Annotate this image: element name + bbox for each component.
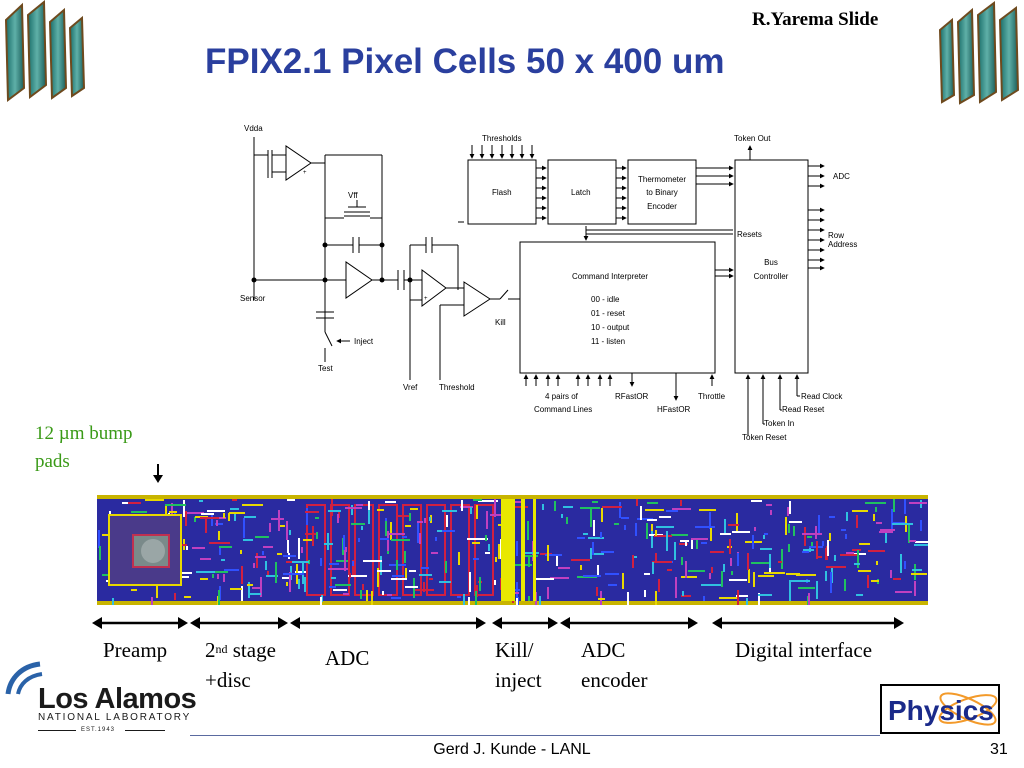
- label-vff: Vff: [348, 191, 358, 200]
- label-hfastor: HFastOR: [657, 405, 691, 414]
- label-test: Test: [318, 364, 333, 373]
- label-token-reset: Token Reset: [742, 433, 787, 442]
- footer-divider: [190, 735, 880, 736]
- physics-logo-orbits: Physics: [888, 692, 998, 726]
- footer-author: Gerd J. Kunde - LANL: [433, 741, 591, 758]
- label-thermometer-3: Encoder: [647, 202, 677, 211]
- lanl-logo-est: EST.1943: [81, 727, 116, 733]
- slide-credit: R.Yarema Slide: [752, 9, 879, 30]
- label-row: Row: [828, 231, 844, 240]
- command-item: 11 - listen: [591, 337, 625, 346]
- label-inject: Inject: [354, 337, 374, 346]
- section-inject: inject: [495, 668, 542, 692]
- label-resets: Resets: [737, 230, 762, 239]
- pixel-cell-schematic: Vdda Vff Sensor Inject Test Vref Thresho…: [240, 124, 857, 442]
- right-detector-graphic: [938, 1, 1020, 105]
- command-item: 10 - output: [591, 323, 630, 332]
- physics-logo-text: Physics: [888, 695, 994, 726]
- label-read-clock: Read Clock: [801, 392, 843, 401]
- section-preamp: Preamp: [103, 638, 168, 662]
- bump-pads-note: 12 µm bump pads: [35, 423, 133, 472]
- section-range-arrows: [92, 617, 904, 629]
- label-kill: Kill: [495, 318, 506, 327]
- label-thresholds: Thresholds: [482, 134, 522, 143]
- left-detector-graphic: [4, 0, 86, 102]
- lanl-rule-left: [38, 730, 76, 731]
- section-adc-encoder-1: ADC: [581, 638, 626, 662]
- section-disc: +disc: [205, 668, 251, 692]
- label-throttle: Throttle: [698, 392, 726, 401]
- label-threshold: Threshold: [439, 383, 475, 392]
- label-latch: Latch: [571, 188, 591, 197]
- label-controller: Controller: [754, 272, 789, 281]
- label-vdda: Vdda: [244, 124, 263, 133]
- label-thermometer-1: Thermometer: [638, 175, 686, 184]
- label-address: Address: [828, 240, 857, 249]
- section-second-stage: 2nd stage: [205, 635, 276, 665]
- section-digital-interface: Digital interface: [735, 638, 873, 662]
- lanl-logo-icon: [5, 661, 43, 695]
- label-command-lines-2: Command Lines: [534, 405, 592, 414]
- command-item: 01 - reset: [591, 309, 626, 318]
- label-sensor: Sensor: [240, 294, 266, 303]
- svg-text:+: +: [303, 170, 307, 176]
- label-read-reset: Read Reset: [782, 405, 825, 414]
- section-adc-encoder-2: encoder: [581, 668, 648, 692]
- command-item: 00 - idle: [591, 295, 620, 304]
- page-number: 31: [990, 741, 1008, 758]
- label-command-lines-1: 4 pairs of: [545, 392, 579, 401]
- label-adc: ADC: [833, 172, 850, 181]
- lanl-rule-right: [125, 730, 165, 731]
- lanl-logo-subtitle: NATIONAL LABORATORY: [38, 712, 192, 723]
- label-flash: Flash: [492, 188, 512, 197]
- label-token-in: Token In: [764, 419, 794, 428]
- chip-layout-image: [97, 495, 928, 605]
- second-stage-suffix: nd: [215, 642, 228, 656]
- label-token-out: Token Out: [734, 134, 771, 143]
- label-rfastor: RFastOR: [615, 392, 649, 401]
- label-vref: Vref: [403, 383, 418, 392]
- lanl-logo-name: Los Alamos: [38, 683, 197, 715]
- slide-title: FPIX2.1 Pixel Cells 50 x 400 um: [205, 42, 725, 81]
- svg-text:+: +: [424, 296, 428, 302]
- bump-pad-arrow: [153, 464, 163, 483]
- second-stage-number: 2: [205, 638, 216, 662]
- label-command-interpreter: Command Interpreter: [572, 272, 648, 281]
- physics-logo: [880, 684, 1000, 734]
- label-bus: Bus: [764, 258, 778, 267]
- section-adc: ADC: [325, 646, 370, 670]
- label-thermometer-2: to Binary: [646, 188, 678, 197]
- second-stage-word: stage: [232, 638, 276, 662]
- section-kill: Kill/: [495, 638, 534, 662]
